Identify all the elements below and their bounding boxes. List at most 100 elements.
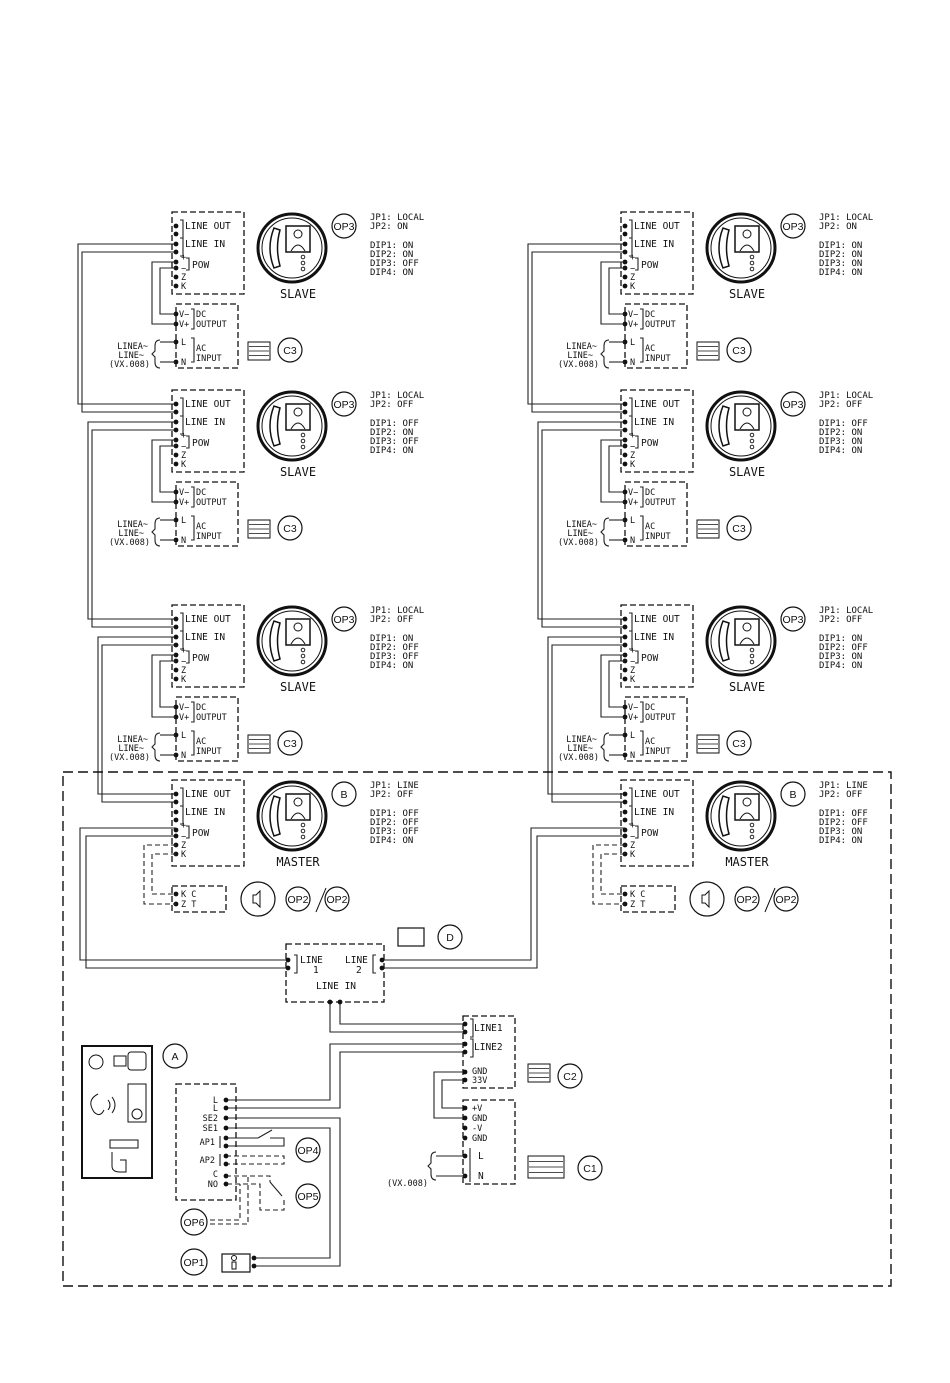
terminal [173, 891, 179, 897]
line-chain-wire [531, 251, 625, 413]
l-label: L [181, 338, 186, 348]
z-label: Z [630, 273, 635, 283]
op6-badge: OP6 [183, 1217, 204, 1229]
terminal [622, 274, 628, 280]
op4-wire [226, 1137, 285, 1147]
op3-badge-circle [780, 391, 806, 417]
line-in-label: LINE IN [316, 981, 356, 992]
line1-number: 1 [313, 965, 319, 976]
op1-wire [226, 1117, 341, 1267]
distributor-c2-wire [339, 1002, 465, 1025]
line1-label: LINE [300, 955, 323, 966]
bracket [640, 337, 644, 363]
master-line-wire [382, 835, 625, 969]
brace [151, 517, 161, 547]
terminal-block [171, 389, 245, 473]
jp1-setting: JP1: LINE [370, 781, 419, 791]
terminal [622, 891, 628, 897]
terminal [173, 616, 179, 622]
bracket [191, 486, 195, 508]
ac-label: AC [645, 522, 655, 532]
brace [427, 1151, 437, 1181]
terminal [462, 1029, 468, 1035]
person-icon [88, 1054, 104, 1070]
wire [159, 660, 176, 708]
b-badge: B [789, 789, 796, 801]
linea-label: LINEA~ [117, 735, 148, 745]
c1-gnd1-label: GND [472, 1114, 487, 1124]
monitor-ring-inner [261, 395, 323, 457]
line-chain-wire [537, 421, 625, 620]
terminal [622, 676, 628, 682]
dip3-setting: DIP3: ON [819, 827, 862, 837]
c3-badge: C3 [283, 523, 297, 535]
dip1-setting: DIP1: OFF [819, 419, 868, 429]
button-dot [300, 822, 306, 828]
terminal [173, 409, 179, 415]
terminal [622, 809, 628, 815]
dip2-setting: DIP2: ON [819, 250, 862, 260]
button-dot [749, 266, 755, 272]
linea-label: LINEA~ [566, 342, 597, 352]
bracket [180, 805, 184, 825]
n-label: N [181, 536, 186, 546]
switch-contact [269, 1181, 283, 1197]
handset-monitor-icon [705, 390, 777, 462]
bracket [635, 435, 639, 449]
door-line-wire [226, 1043, 465, 1101]
plus-label: + [630, 646, 635, 656]
a-no-label: NO [208, 1180, 218, 1190]
dip3-setting: DIP3: OFF [370, 437, 419, 447]
line-in-label: LINE IN [634, 632, 674, 643]
jp2-setting: JP2: OFF [819, 615, 862, 625]
line-in-label: LINE IN [634, 417, 674, 428]
dip3-setting: DIP3: OFF [370, 827, 419, 837]
terminal [622, 419, 628, 425]
dc-label: DC [196, 703, 206, 713]
handset-monitor-icon [256, 212, 328, 284]
monitor-ring-inner [261, 610, 323, 672]
ac-label: AC [196, 737, 206, 747]
terminal [223, 1105, 229, 1111]
dip4-setting: DIP4: ON [819, 446, 862, 456]
master-line-wire [85, 835, 288, 969]
op1-badge: OP1 [183, 1257, 204, 1269]
terminal-block [171, 211, 245, 295]
output-label: OUTPUT [196, 713, 227, 723]
terminal [173, 419, 179, 425]
button-dot [749, 260, 755, 266]
slash [764, 887, 776, 913]
terminal [462, 1077, 468, 1083]
line-out-label: LINE OUT [634, 221, 680, 232]
door-panel: A [81, 1043, 188, 1179]
a-l1-label: L [213, 1096, 218, 1106]
a-ap2-label: AP2 [200, 1156, 215, 1166]
slave-label: SLAVE [280, 465, 316, 479]
dip2-setting: DIP2: ON [819, 428, 862, 438]
linea-label: LINEA~ [117, 520, 148, 530]
z-label: Z [181, 451, 186, 461]
line-in-label: LINE IN [185, 632, 225, 643]
minus-label: − [181, 832, 186, 842]
c2-33v-label: 33V [472, 1076, 487, 1086]
op2-badge-circle [285, 886, 311, 912]
supply-block [624, 481, 688, 547]
terminal [285, 965, 291, 971]
button-dot [300, 659, 306, 665]
terminal [622, 624, 628, 630]
line2-label: LINE [345, 955, 368, 966]
terminal [223, 1125, 229, 1131]
button-dot [749, 432, 755, 438]
vx008-label: (VX.008) [109, 538, 150, 548]
bracket [635, 825, 639, 839]
terminal-block [620, 389, 694, 473]
op6-badge-circle [180, 1208, 208, 1236]
n-label: N [630, 536, 635, 546]
brace [151, 732, 161, 762]
button-dot [749, 659, 755, 665]
input-label: INPUT [645, 354, 671, 364]
button-dot [300, 438, 306, 444]
